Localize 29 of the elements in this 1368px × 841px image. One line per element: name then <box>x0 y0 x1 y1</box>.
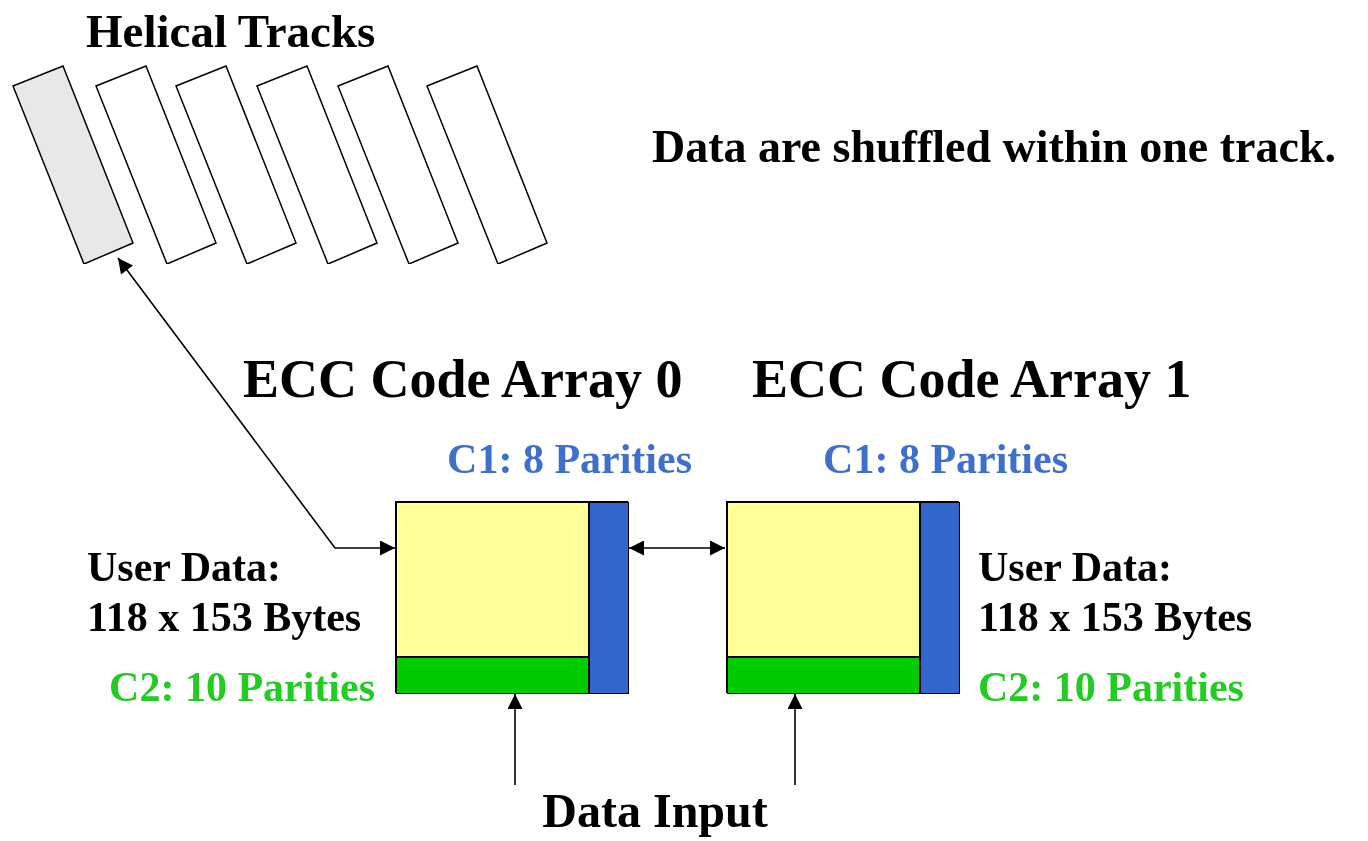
helical-track <box>256 65 378 264</box>
helical-track <box>12 65 134 264</box>
c2-parity-strip <box>396 657 589 694</box>
code-array <box>726 501 959 693</box>
helical-track <box>337 65 459 264</box>
user-data-size: 118 x 153 Bytes <box>978 593 1254 642</box>
arrow <box>507 693 523 786</box>
shuffle-note: Data are shuffled within one track. <box>652 124 1337 170</box>
c2-parity-label: C2: 10 Parities <box>108 663 375 712</box>
arrow <box>628 540 726 556</box>
helical-track <box>175 65 297 264</box>
data-input-label: Data Input <box>490 785 820 837</box>
c1-parity-label: C1: 8 Parities <box>446 435 692 484</box>
c1-parity-column <box>920 502 960 694</box>
user-data-area <box>727 502 920 657</box>
arrow <box>787 693 803 786</box>
user-data-area <box>396 502 589 657</box>
c2-parity-label: C2: 10 Parities <box>978 663 1245 712</box>
c2-parity-strip <box>727 657 920 694</box>
helical-track <box>95 65 217 264</box>
arrow <box>117 257 396 556</box>
c1-parity-label: C1: 8 Parities <box>822 435 1068 484</box>
code-array <box>395 501 628 693</box>
user-data-size: 118 x 153 Bytes <box>87 593 363 642</box>
tracks-heading: Helical Tracks <box>86 8 376 55</box>
c1-parity-column <box>589 502 629 694</box>
user-data-label: User Data: <box>87 543 282 592</box>
user-data-label: User Data: <box>978 543 1173 592</box>
helical-track <box>426 65 548 264</box>
